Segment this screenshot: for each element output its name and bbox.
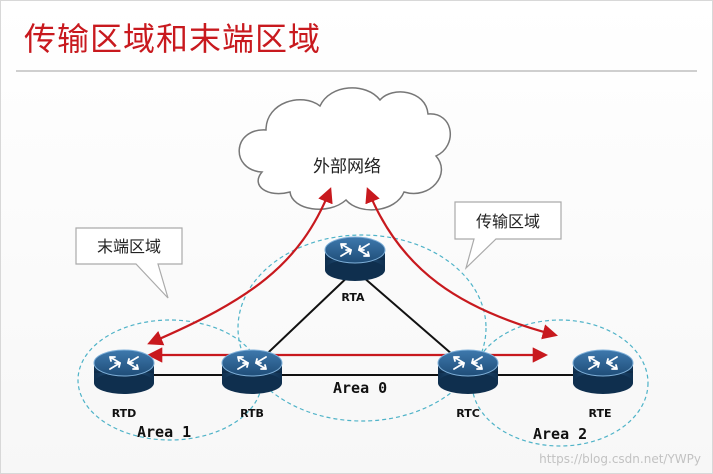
watermark-text: https://blog.csdn.net/YWPy [539, 452, 701, 466]
arrow-cloud-rtd [147, 187, 333, 346]
transit-area-label: 传输区域 [476, 212, 540, 231]
router-rtd-label: RTD [112, 407, 137, 420]
router-rte-label: RTE [589, 407, 612, 420]
page-title: 传输区域和末端区域 [24, 20, 322, 58]
router-rtd: RTD [93, 349, 155, 420]
arrow-cloud-rte [365, 187, 558, 340]
network-links [128, 269, 603, 376]
external-network-cloud: 外部网络 [238, 87, 451, 211]
area-1-label: Area 1 [137, 423, 191, 441]
area-2-label: Area 2 [533, 425, 587, 443]
router-rtc-label: RTC [456, 407, 480, 420]
stub-area-callout: 末端区域 [75, 227, 183, 299]
router-rtb-label: RTB [240, 407, 264, 420]
router-rta-label: RTA [341, 291, 365, 304]
router-rta: RTA [324, 236, 386, 304]
router-rtc: RTC [437, 349, 499, 420]
area-0-label: Area 0 [333, 379, 387, 397]
stub-area-label: 末端区域 [97, 237, 161, 256]
title-divider [16, 70, 697, 72]
transit-area-callout: 传输区域 [454, 201, 562, 270]
router-rtb: RTB [221, 349, 283, 420]
cloud-label: 外部网络 [313, 157, 381, 177]
router-rte: RTE [572, 349, 634, 420]
